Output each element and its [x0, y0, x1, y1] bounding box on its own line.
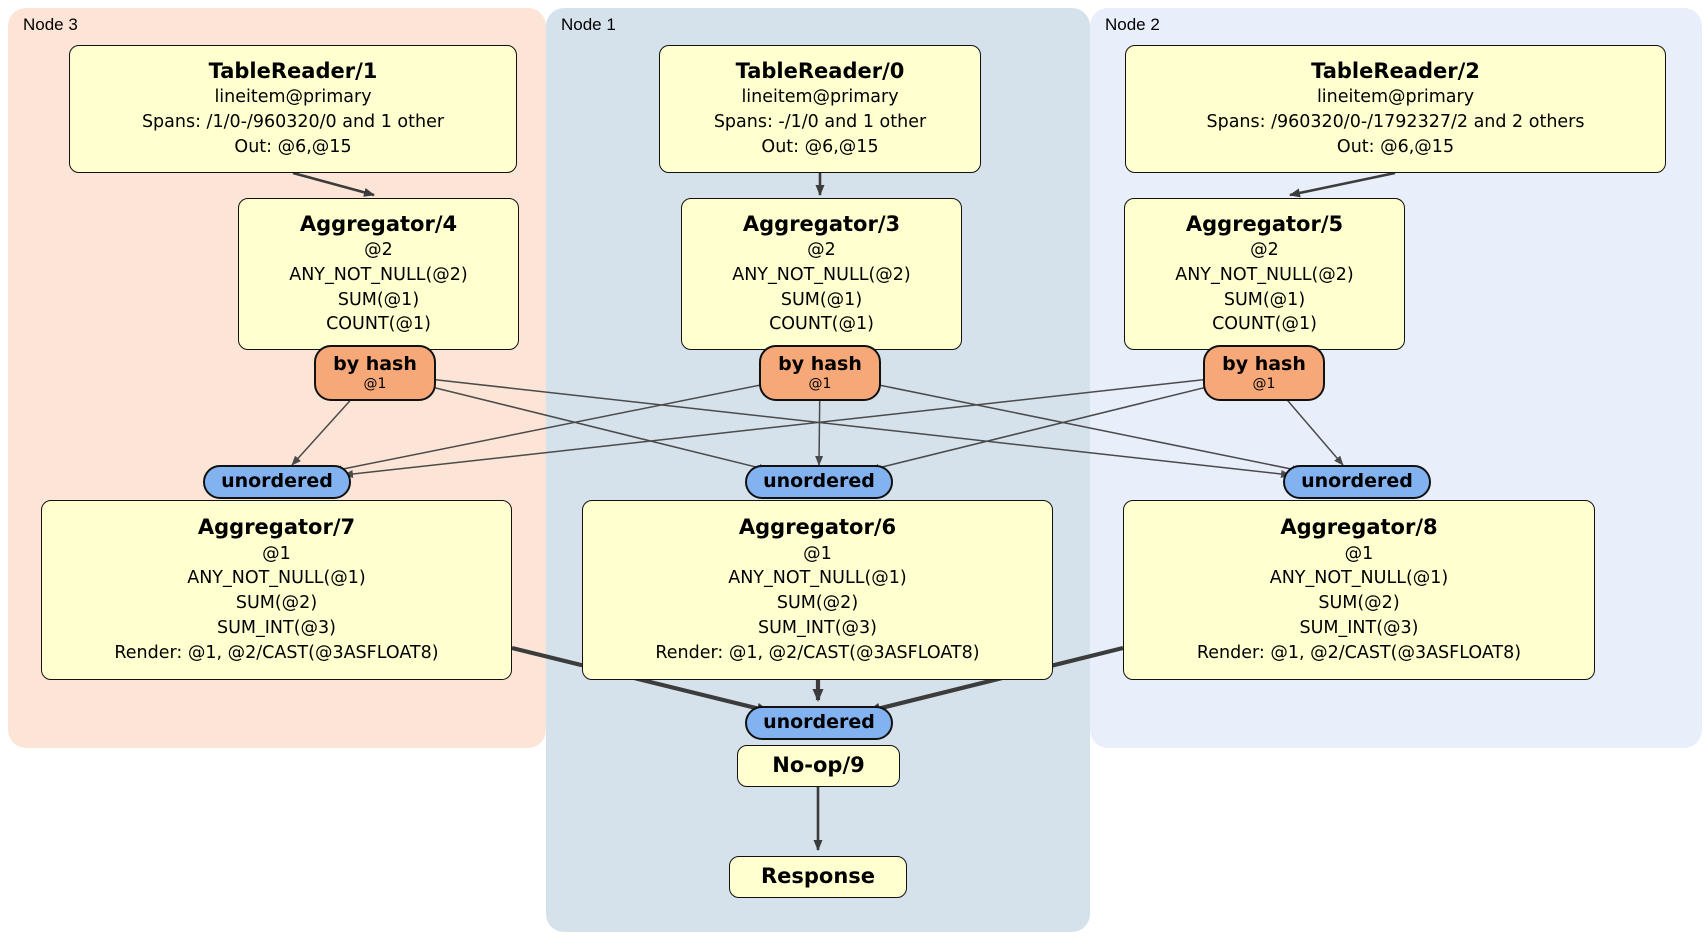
node-detail: lineitem@primary [741, 87, 899, 108]
node-detail: SUM(@2) [235, 593, 318, 614]
node-detail: SUM(@1) [337, 289, 420, 310]
sync-unordered-8: unordered [1283, 465, 1431, 499]
sync-label: unordered [763, 711, 875, 734]
node-detail: @1 [803, 543, 832, 564]
node-detail: SUM_INT(@3) [758, 618, 877, 639]
node-title: Aggregator/6 [738, 515, 897, 540]
router-by-hash-3: by hash @1 [759, 345, 881, 401]
node-detail: SUM_INT(@3) [1299, 618, 1419, 639]
node-detail: ANY_NOT_NULL(@1) [1269, 568, 1449, 589]
sync-label: unordered [221, 470, 333, 493]
edge-hash4-sync8 [374, 372, 1291, 478]
plan-node-aggregator-7: Aggregator/7 @1 ANY_NOT_NULL(@1) SUM(@2)… [41, 500, 512, 680]
router-label: by hash [333, 352, 417, 375]
edge-hash3-sync8 [819, 372, 1302, 474]
router-key: @1 [1252, 375, 1276, 392]
node-detail: Out: @6,@15 [234, 137, 352, 158]
sync-label: unordered [763, 470, 875, 493]
edge-tr1-agg4 [292, 171, 375, 197]
node-detail: SUM(@2) [776, 593, 859, 614]
router-key: @1 [808, 375, 832, 392]
node-title: TableReader/2 [1311, 59, 1480, 84]
node-title: Aggregator/8 [1280, 515, 1438, 540]
node-detail: COUNT(@1) [769, 314, 874, 335]
router-label: by hash [778, 352, 862, 375]
node-detail: @2 [807, 239, 836, 260]
node-title: No-op/9 [772, 753, 865, 778]
node-detail: SUM_INT(@3) [217, 618, 336, 639]
node-detail: @2 [364, 239, 393, 260]
node-detail: Spans: -/1/0 and 1 other [713, 112, 927, 133]
node-detail: Render: @1, @2/CAST(@3ASFLOAT8) [1196, 642, 1522, 663]
node-detail: SUM(@1) [780, 289, 863, 310]
region-node2-label: Node 2 [1105, 15, 1160, 34]
node-detail: ANY_NOT_NULL(@2) [732, 264, 911, 285]
plan-node-aggregator-8: Aggregator/8 @1 ANY_NOT_NULL(@1) SUM(@2)… [1123, 500, 1595, 680]
plan-node-tablereader-1: TableReader/1 lineitem@primary Spans: /1… [69, 45, 517, 173]
node-title: Aggregator/4 [299, 211, 458, 236]
plan-node-aggregator-3: Aggregator/3 @2 ANY_NOT_NULL(@2) SUM(@1)… [681, 198, 962, 350]
node-detail: Spans: /960320/0-/1792327/2 and 2 others [1206, 112, 1585, 133]
edge-hash4-sync6 [374, 372, 769, 472]
region-node3-label: Node 3 [23, 15, 78, 34]
node-detail: ANY_NOT_NULL(@2) [289, 264, 468, 285]
router-label: by hash [1222, 352, 1306, 375]
node-detail: @2 [1250, 239, 1279, 260]
node-detail: SUM(@1) [1223, 289, 1306, 310]
sync-unordered-7: unordered [203, 465, 351, 499]
node-detail: lineitem@primary [1316, 87, 1475, 108]
router-by-hash-5: by hash @1 [1203, 345, 1325, 401]
router-by-hash-4: by hash @1 [314, 345, 436, 401]
node-title: Aggregator/3 [742, 211, 901, 236]
node-title: Response [760, 864, 876, 889]
router-key: @1 [363, 375, 387, 392]
node-detail: Render: @1, @2/CAST(@3ASFLOAT8) [655, 642, 980, 663]
plan-node-aggregator-6: Aggregator/6 @1 ANY_NOT_NULL(@1) SUM(@2)… [582, 500, 1053, 680]
node-detail: Render: @1, @2/CAST(@3ASFLOAT8) [114, 642, 439, 663]
edge-tr2-agg5 [1289, 171, 1396, 198]
node-detail: COUNT(@1) [326, 314, 431, 335]
node-detail: lineitem@primary [214, 87, 372, 108]
plan-node-tablereader-2: TableReader/2 lineitem@primary Spans: /9… [1125, 45, 1666, 173]
node-detail: @1 [1344, 543, 1374, 564]
edge-hash5-sync7 [343, 372, 1265, 478]
plan-node-response: Response [729, 856, 907, 898]
plan-node-noop-9: No-op/9 [737, 745, 900, 787]
node-title: TableReader/0 [735, 59, 905, 84]
plan-node-aggregator-4: Aggregator/4 @2 ANY_NOT_NULL(@2) SUM(@1)… [238, 198, 519, 350]
plan-node-tablereader-0: TableReader/0 lineitem@primary Spans: -/… [659, 45, 981, 173]
node-detail: COUNT(@1) [1212, 314, 1317, 335]
sync-label: unordered [1301, 470, 1413, 493]
edge-hash3-sync7 [332, 372, 821, 474]
sync-unordered-final: unordered [745, 706, 893, 740]
sync-unordered-6: unordered [745, 465, 893, 499]
node-detail: Out: @6,@15 [1336, 137, 1455, 158]
node-detail: ANY_NOT_NULL(@1) [728, 568, 907, 589]
node-detail: @1 [262, 543, 291, 564]
node-detail: ANY_NOT_NULL(@2) [1175, 264, 1354, 285]
node-title: Aggregator/7 [197, 515, 356, 540]
region-node1-label: Node 1 [561, 15, 616, 34]
plan-node-aggregator-5: Aggregator/5 @2 ANY_NOT_NULL(@2) SUM(@1)… [1124, 198, 1405, 350]
edge-hash5-sync6 [869, 372, 1265, 472]
node-title: Aggregator/5 [1185, 211, 1344, 236]
node-title: TableReader/1 [208, 59, 378, 84]
node-detail: Spans: /1/0-/960320/0 and 1 other [141, 112, 445, 133]
node-detail: ANY_NOT_NULL(@1) [187, 568, 366, 589]
node-detail: SUM(@2) [1318, 593, 1400, 614]
node-detail: Out: @6,@15 [761, 137, 879, 158]
